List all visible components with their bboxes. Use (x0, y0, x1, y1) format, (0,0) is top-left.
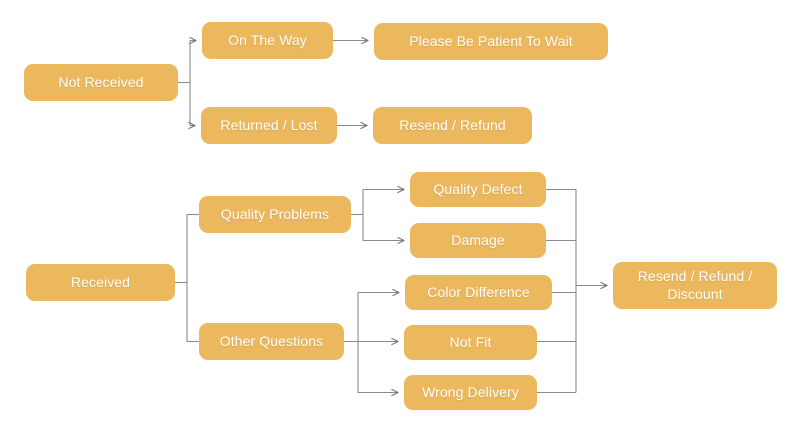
node-label: Wrong Delivery (422, 383, 519, 400)
node-label: Not Received (58, 73, 144, 90)
node-label: Damage (451, 231, 505, 248)
node-color-difference[interactable]: Color Difference (405, 275, 552, 310)
node-resend-refund[interactable]: Resend / Refund (373, 107, 532, 144)
node-on-the-way[interactable]: On The Way (202, 22, 333, 59)
node-quality-defect[interactable]: Quality Defect (410, 172, 546, 207)
edge-not-received-trunk (178, 40, 191, 126)
node-label: Color Difference (427, 283, 530, 300)
node-label: Received (70, 273, 131, 290)
edge-other-questions-fanout (344, 288, 400, 397)
node-label: Quality Problems (220, 205, 330, 222)
edge-quality-problems-fanout (351, 185, 405, 245)
node-damage[interactable]: Damage (410, 223, 546, 258)
node-label: Resend / Refund (399, 116, 506, 133)
node-not-received[interactable]: Not Received (24, 64, 178, 101)
node-please-be-patient-to-wait[interactable]: Please Be Patient To Wait (374, 23, 608, 60)
node-label: Not Fit (449, 333, 492, 350)
node-returned-lost[interactable]: Returned / Lost (201, 107, 337, 144)
node-label: Returned / Lost (220, 116, 318, 133)
node-label: Resend / Refund / Discount (637, 267, 753, 302)
node-label: Please Be Patient To Wait (409, 32, 573, 49)
node-wrong-delivery[interactable]: Wrong Delivery (404, 375, 537, 410)
edge-received-trunk (175, 213, 199, 343)
node-label: Other Questions (219, 332, 324, 349)
node-received[interactable]: Received (26, 264, 175, 301)
node-label: Quality Defect (433, 180, 523, 197)
node-quality-problems[interactable]: Quality Problems (199, 196, 351, 233)
node-not-fit[interactable]: Not Fit (404, 325, 537, 360)
node-label: On The Way (228, 31, 307, 48)
node-resend-refund-discount[interactable]: Resend / Refund / Discount (613, 262, 777, 309)
node-other-questions[interactable]: Other Questions (199, 323, 344, 360)
